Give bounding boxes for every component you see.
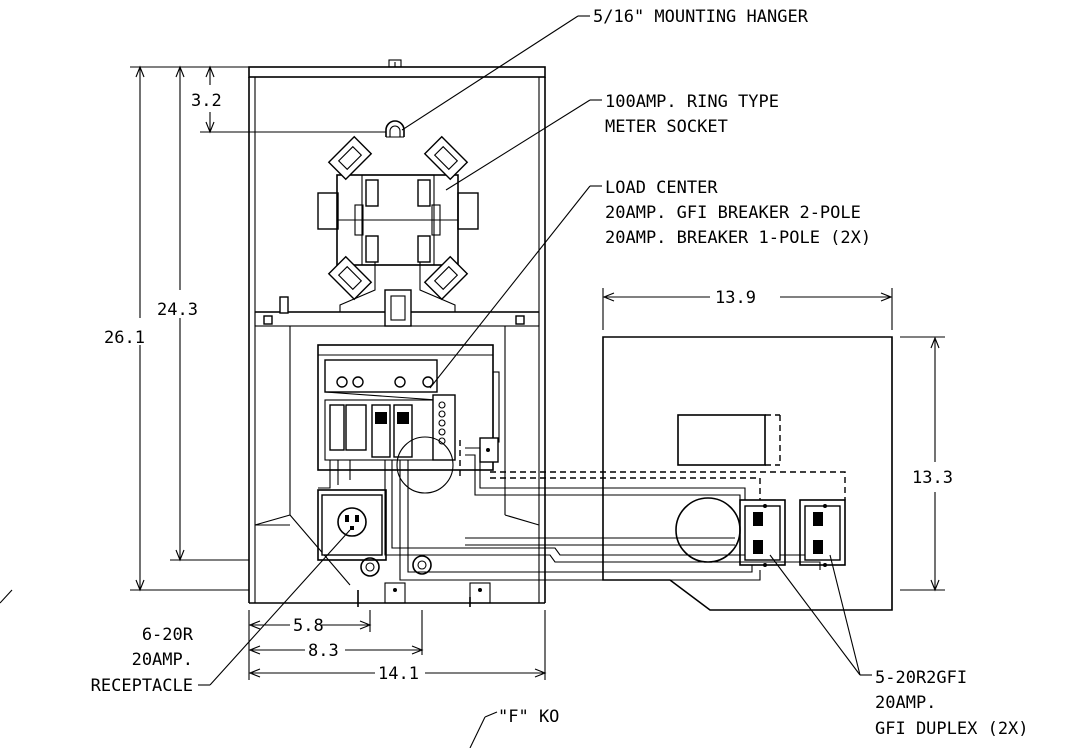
front-receptacle: [317, 489, 432, 577]
meter-socket: [317, 135, 479, 327]
load-center-label-2: 20AMP. GFI BREAKER 2-POLE: [605, 203, 861, 223]
dimension-lines: [130, 65, 945, 680]
receptacle-label-3: RECEPTACLE: [91, 676, 193, 696]
side-view: [602, 336, 893, 611]
front-enclosure: [248, 59, 546, 607]
dim-overall-height: 26.1: [104, 328, 145, 348]
meter-socket-label-2: METER SOCKET: [605, 117, 728, 137]
load-center-label-3: 20AMP. BREAKER 1-POLE (2X): [605, 228, 871, 248]
receptacle-label-1: 6-20R: [142, 625, 194, 645]
dim-inner-height: 24.3: [157, 300, 198, 320]
receptacle-label-2: 20AMP.: [132, 650, 193, 670]
leader-lines: [0, 15, 872, 748]
dim-hanger-offset: 3.2: [191, 91, 222, 111]
gfi-duplex-outlets: [739, 499, 846, 567]
knockout-label: "F" KO: [498, 707, 559, 727]
annotations: 5/16" MOUNTING HANGER 100AMP. RING TYPE …: [91, 7, 1029, 739]
dim-side-width: 13.9: [715, 288, 756, 308]
dim-side-height: 13.3: [912, 468, 953, 488]
gfi-label-2: 20AMP.: [875, 693, 936, 713]
meter-socket-label-1: 100AMP. RING TYPE: [605, 92, 779, 112]
mounting-hanger-label: 5/16" MOUNTING HANGER: [593, 7, 809, 27]
mounting-hanger: [385, 120, 405, 138]
load-center: [317, 344, 500, 494]
dim-width-83: 8.3: [308, 641, 339, 661]
wiring: [318, 447, 846, 581]
load-center-label-1: LOAD CENTER: [605, 178, 718, 198]
gfi-label-3: GFI DUPLEX (2X): [875, 719, 1029, 739]
gfi-label-1: 5-20R2GFI: [875, 668, 967, 688]
dim-width-58: 5.8: [293, 616, 324, 636]
dim-width-141: 14.1: [378, 664, 419, 684]
